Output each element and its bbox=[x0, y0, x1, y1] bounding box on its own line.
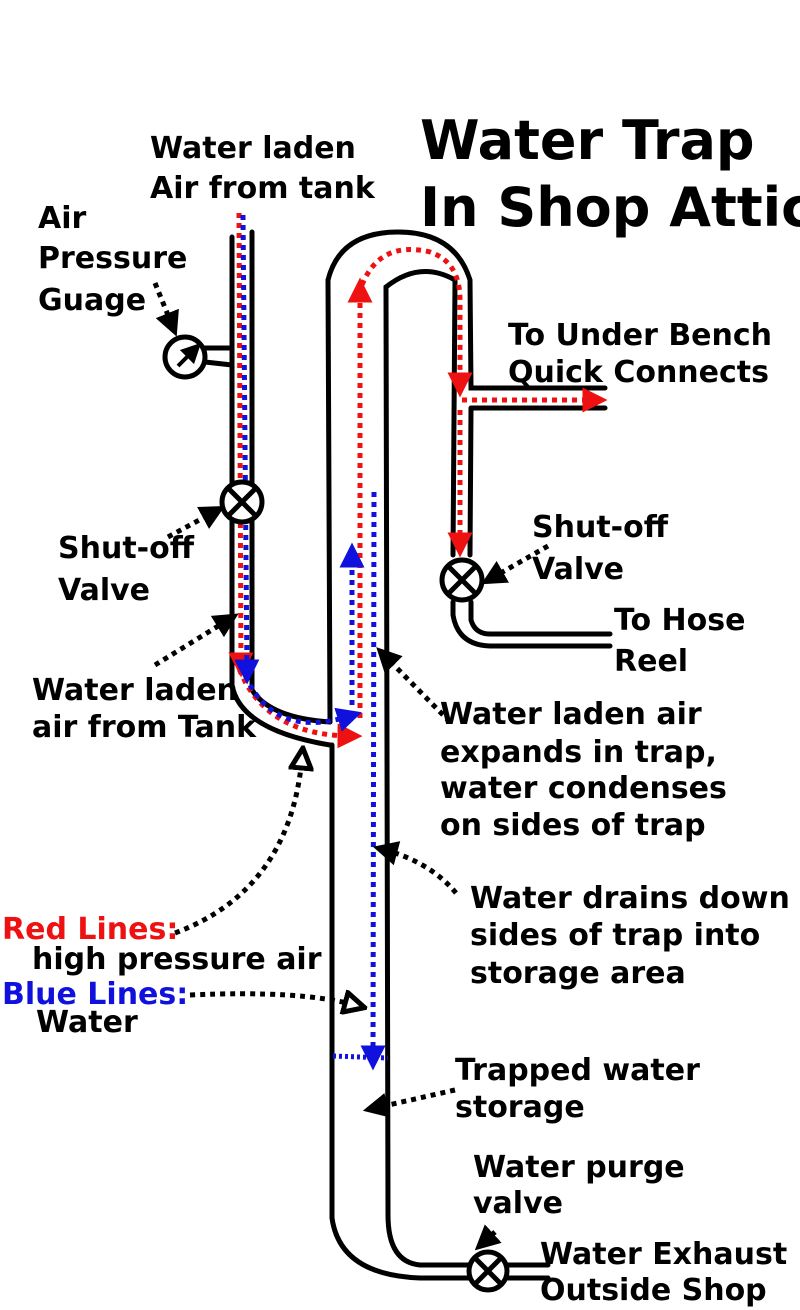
purge-pointer bbox=[474, 1224, 502, 1251]
storage-pointer bbox=[362, 1087, 456, 1118]
gauge-label-1: Air bbox=[38, 201, 87, 236]
gauge-tee bbox=[202, 345, 235, 368]
outlet-bench-label-2: Quick Connects bbox=[508, 355, 769, 390]
inlet-top-label-1: Water laden bbox=[150, 131, 356, 166]
air-flow-top bbox=[359, 246, 473, 398]
drains-pointer bbox=[372, 841, 458, 895]
legend-blue-pointer bbox=[189, 994, 355, 1005]
hose-reel-pipe bbox=[450, 599, 613, 649]
inlet-pipe-left-wall bbox=[229, 234, 333, 748]
legend-red-title: Red Lines: bbox=[2, 912, 178, 947]
title-line2: In Shop Attic bbox=[420, 176, 800, 239]
water-flow-lines bbox=[234, 214, 389, 1071]
hose-reel-label-1: To Hose bbox=[614, 603, 745, 638]
drains-label-1: Water drains down bbox=[470, 881, 790, 916]
water-flow-drain bbox=[360, 491, 386, 1071]
air-flow-bend bbox=[233, 659, 363, 749]
gauge-pointer bbox=[152, 282, 179, 337]
expands-label-2: expands in trap, bbox=[440, 735, 717, 770]
legend: Red Lines: high pressure air Blue Lines:… bbox=[2, 912, 322, 1040]
purge-label-1: Water purge bbox=[473, 1150, 685, 1185]
trap-outer-wall bbox=[325, 229, 608, 725]
pipe-network bbox=[202, 229, 613, 1281]
valve-left-label-1: Shut-off bbox=[58, 531, 195, 566]
exhaust-label-2: Outside Shop bbox=[540, 1273, 767, 1308]
outlet-bench-label-1: To Under Bench bbox=[508, 318, 772, 353]
valve-right-pointer bbox=[481, 543, 550, 585]
water-flow-bend bbox=[247, 683, 362, 732]
drains-label-3: storage area bbox=[470, 956, 686, 991]
shut-off-valve-left bbox=[219, 479, 265, 525]
valve-right-label-2: Valve bbox=[532, 552, 624, 587]
inlet-bottom-label-1: Water laden bbox=[32, 673, 238, 708]
purge-valve bbox=[466, 1249, 510, 1293]
legend-blue-desc: Water bbox=[36, 1005, 138, 1040]
diagram-title: Water Trap In Shop Attic bbox=[420, 109, 800, 239]
water-level bbox=[332, 1053, 389, 1061]
inlet-pipe-right-wall bbox=[249, 229, 333, 725]
title-line1: Water Trap bbox=[420, 109, 755, 172]
air-flow-inlet bbox=[228, 212, 254, 678]
inlet-bottom-label-2: air from Tank bbox=[32, 710, 257, 745]
purge-label-2: valve bbox=[473, 1186, 563, 1221]
exhaust-label-1: Water Exhaust bbox=[540, 1237, 787, 1272]
pressure-gauge bbox=[162, 334, 208, 380]
legend-red-desc: high pressure air bbox=[32, 942, 322, 977]
trap-inner-wall bbox=[383, 269, 458, 1218]
expands-label-4: on sides of trap bbox=[440, 808, 706, 843]
air-flow-lines bbox=[228, 212, 608, 749]
purge-pipe bbox=[385, 1212, 551, 1281]
legend-blue-title: Blue Lines: bbox=[2, 977, 188, 1012]
legend-red-pointer bbox=[174, 758, 302, 936]
pointer-arrows bbox=[152, 282, 550, 1251]
shut-off-valve-right bbox=[439, 557, 485, 603]
inlet-pointer bbox=[153, 613, 239, 668]
gauge-label-2: Pressure bbox=[38, 241, 187, 276]
valve-left-label-2: Valve bbox=[58, 573, 150, 608]
storage-label-2: storage bbox=[455, 1090, 585, 1125]
drains-label-2: sides of trap into bbox=[470, 918, 760, 953]
valve-right-label-1: Shut-off bbox=[532, 510, 669, 545]
water-flow-inlet bbox=[234, 214, 260, 685]
inlet-top-label-2: Air from tank bbox=[150, 171, 376, 206]
trap-left-lower-wall bbox=[329, 742, 473, 1281]
hose-reel-label-2: Reel bbox=[614, 644, 688, 679]
expands-label-3: water condenses bbox=[440, 771, 727, 806]
valve-left-pointer bbox=[166, 506, 225, 540]
gauge-label-3: Guage bbox=[38, 283, 146, 318]
storage-label-1: Trapped water bbox=[455, 1053, 700, 1088]
expands-label-1: Water laden air bbox=[440, 697, 702, 732]
